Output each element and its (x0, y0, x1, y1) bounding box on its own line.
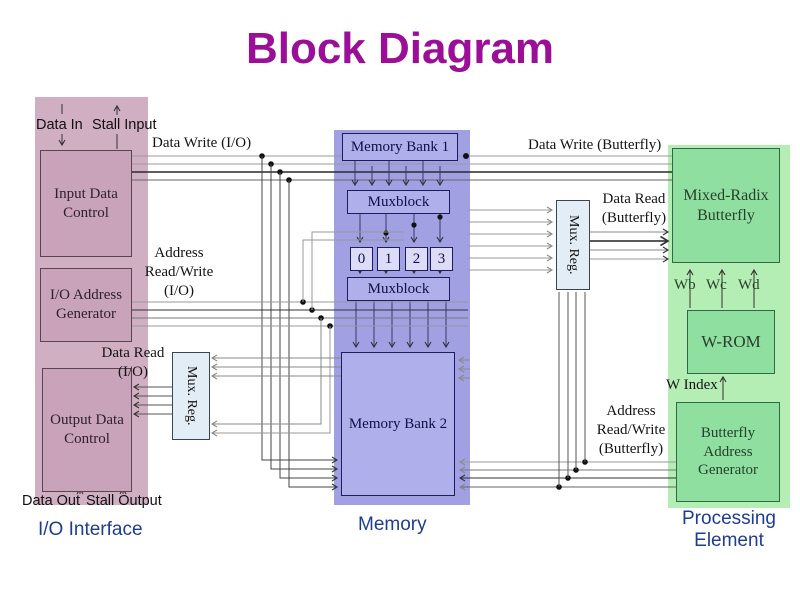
stall-output-port-label: Stall Output (86, 493, 162, 509)
io-interface-section-label: I/O Interface (38, 519, 143, 540)
data-read-io-label: Data Read (I/O) (101, 345, 165, 380)
data-write-bus (130, 153, 672, 491)
address-rw-io-label: Address Read/Write (I/O) (144, 245, 214, 299)
data-out-port-label: Data Out (22, 493, 81, 509)
register-3-box: 3 (430, 247, 453, 271)
page-title: Block Diagram (245, 24, 555, 73)
memory-internal-wires (351, 160, 450, 349)
input-data-control-box: Input Data Control (40, 150, 132, 257)
w-rom-box: W-ROM (687, 310, 775, 374)
memory-bank-2-box: Memory Bank 2 (341, 352, 455, 496)
w-index-label: W Index (666, 377, 718, 393)
address-rw-butterfly-bus (457, 292, 676, 491)
register-2-box: 2 (405, 247, 428, 271)
output-data-control-box: Output Data Control (42, 368, 132, 492)
register-1-box: 1 (377, 247, 400, 271)
data-read-butterfly-label: Data Read (Butterfly) (601, 191, 667, 226)
butterfly-address-generator-box: Butterfly Address Generator (676, 402, 780, 502)
data-in-port-label: Data In (36, 117, 83, 133)
data-read-butterfly-wires (468, 206, 670, 274)
address-rw-butterfly-label: Address Read/Write (Butterfly) (596, 403, 666, 457)
processing-element-section-label: Processing Element (682, 508, 776, 551)
io-mux-reg-box: Mux. Reg. (172, 352, 210, 440)
wb-port-label: Wb (674, 277, 696, 293)
muxblock-bottom-box: Muxblock (347, 277, 450, 301)
stall-input-port-label: Stall Input (92, 117, 157, 133)
pe-internal-wires (686, 268, 758, 400)
data-write-butterfly-label: Data Write (Butterfly) (528, 137, 662, 153)
register-0-box: 0 (350, 247, 373, 271)
pe-mux-reg-box: Mux. Reg. (556, 200, 590, 290)
mixed-radix-butterfly-box: Mixed-Radix Butterfly (672, 148, 780, 263)
wc-port-label: Wc (706, 277, 727, 293)
muxblock-top-box: Muxblock (347, 190, 450, 214)
data-write-io-label: Data Write (I/O) (152, 135, 252, 151)
memory-bank-1-box: Memory Bank 1 (342, 133, 458, 161)
address-rw-io-bus (130, 231, 468, 437)
wd-port-label: Wd (738, 277, 760, 293)
io-address-generator-box: I/O Address Generator (40, 268, 132, 342)
memory-section-label: Memory (358, 514, 427, 535)
